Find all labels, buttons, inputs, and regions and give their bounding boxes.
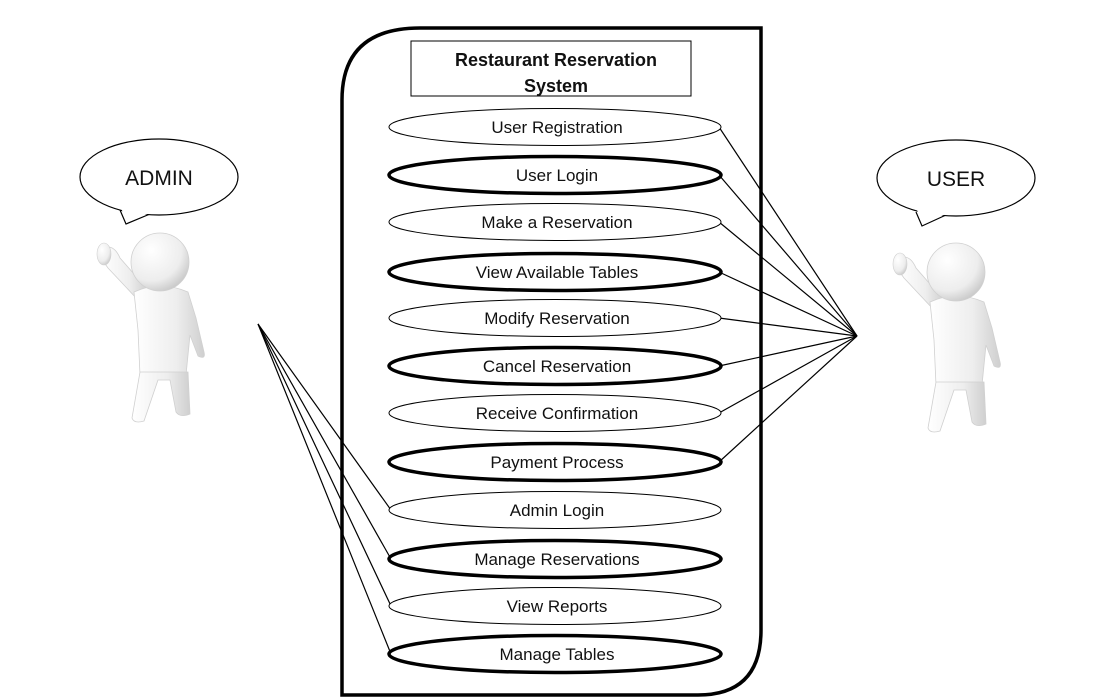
admin-speech-bubble [79,138,239,225]
user-actor: USER [876,139,1036,433]
use-case-modify-reservation: Modify Reservation [388,299,722,337]
association-view-reports [257,323,392,607]
use-case-ellipse [387,441,723,483]
association-admin-login [257,323,392,511]
association-manage-tables [257,323,392,655]
use-case-label: View Available Tables [476,263,639,282]
association-lines [257,126,858,655]
use-case-view-available-tables: View Available Tables [387,251,723,293]
user-label: USER [927,168,985,191]
use-case-label: Manage Tables [500,645,615,664]
use-case-ellipse [388,108,722,146]
use-case-ellipse [388,491,722,529]
admin-label: ADMIN [125,167,193,190]
use-case-manage-tables: Manage Tables [387,633,723,675]
use-case-view-reports: View Reports [388,587,722,625]
use-case-label: Manage Reservations [474,550,639,569]
use-case-label: Admin Login [510,501,605,520]
association-user-login [718,174,858,337]
use-case-label: User Registration [491,118,622,137]
association-payment-process [718,335,858,463]
association-modify-reservation [718,317,858,337]
use-case-label: Receive Confirmation [476,404,639,423]
use-case-label: Modify Reservation [484,309,630,328]
use-case-ellipse [387,345,723,387]
association-cancel-reservation [718,335,858,367]
use-case-admin-login: Admin Login [388,491,722,529]
use-case-ellipse [388,299,722,337]
use-case-ellipse [387,154,723,196]
use-case-ellipse [388,587,722,625]
user-speech-bubble [876,139,1036,227]
use-case-label: Payment Process [490,453,623,472]
use-case-user-registration: User Registration [388,108,722,146]
use-case-receive-confirmation: Receive Confirmation [388,394,722,432]
system-title: Restaurant Reservation System [410,40,692,97]
use-case-user-login: User Login [387,154,723,196]
use-case-label: Cancel Reservation [483,357,631,376]
system-title-box [410,40,692,97]
use-case-label: View Reports [507,597,608,616]
use-case-manage-reservations: Manage Reservations [387,538,723,580]
use-case-ellipse [387,251,723,293]
system-title-line1: Restaurant Reservation [455,50,657,70]
use-case-label: Make a Reservation [481,213,632,232]
association-make-reservation [718,221,858,337]
use-case-payment-process: Payment Process [387,441,723,483]
admin-figure [96,232,205,423]
use-case-ellipse [388,394,722,432]
use-case-ellipse [387,538,723,580]
use-case-ellipse [388,203,722,241]
use-case-cancel-reservation: Cancel Reservation [387,345,723,387]
use-case-label: User Login [516,166,598,185]
association-manage-reservations [257,323,392,560]
association-view-available-tables [718,271,858,337]
system-title-line2: System [524,76,588,96]
association-receive-confirmation [718,335,858,414]
admin-actor: ADMIN [79,138,239,423]
association-user-registration [718,126,858,337]
use-case-ellipse [387,633,723,675]
user-figure [892,242,1001,433]
use-case-make-reservation: Make a Reservation [388,203,722,241]
